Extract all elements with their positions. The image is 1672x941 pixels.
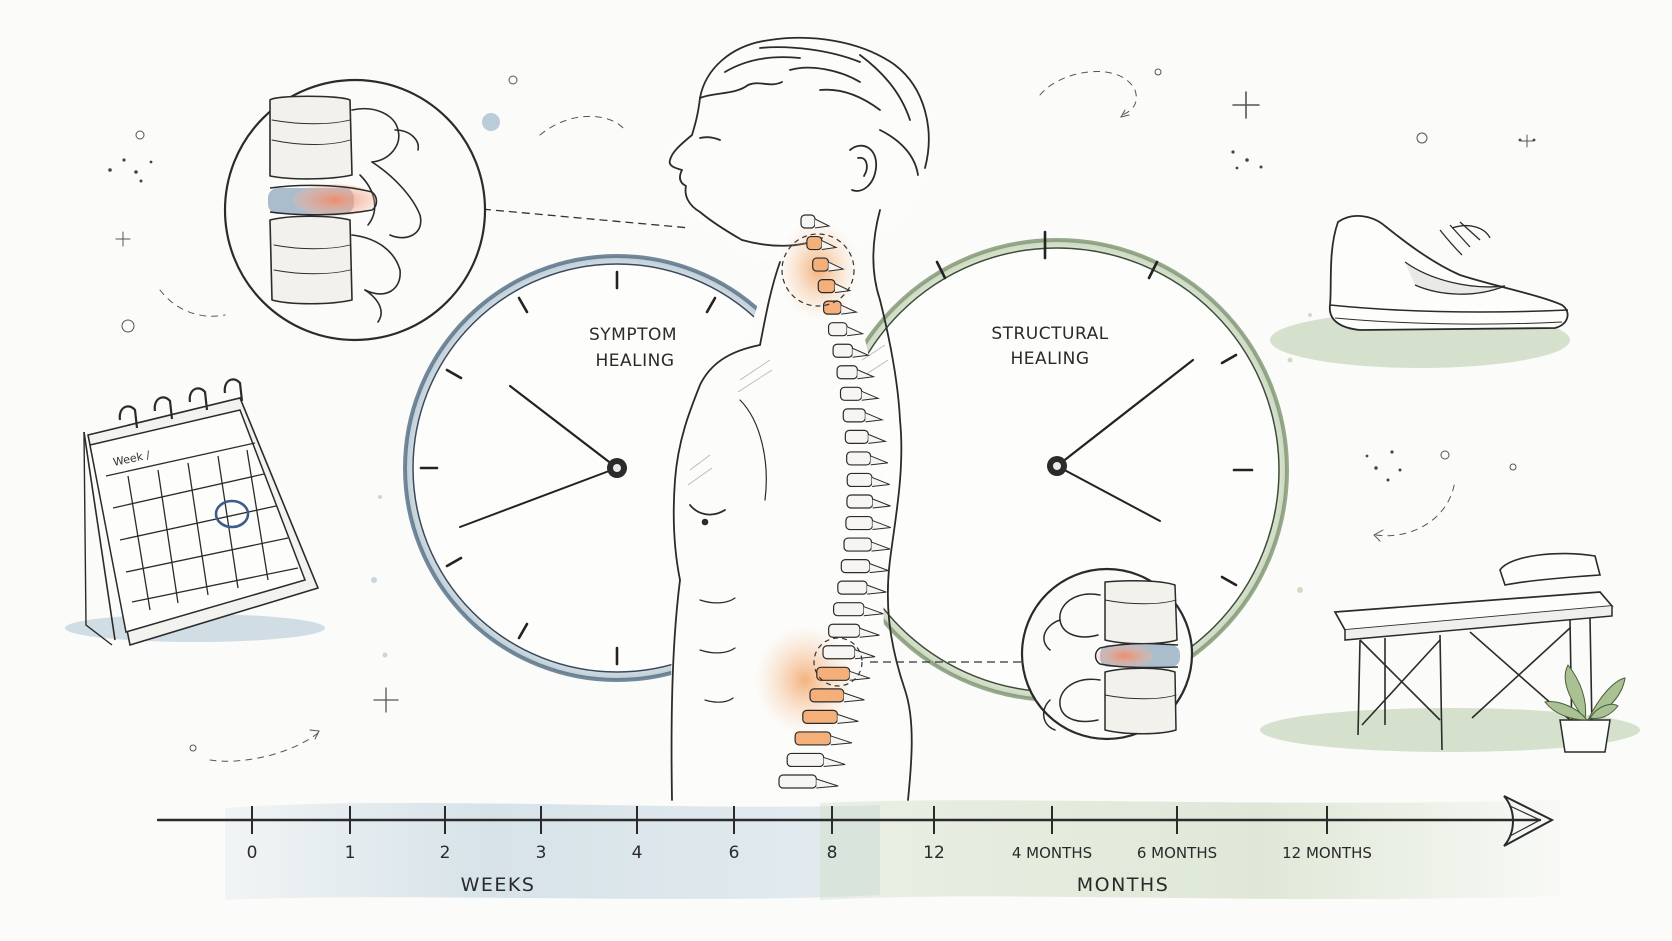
vertebra [827,322,865,337]
vertebra [794,731,853,746]
timeline-tick-label: 12 [923,843,945,863]
vertebra [846,451,889,466]
vertebra [800,214,831,229]
vertebra [816,666,871,681]
timeline-tick-label: 3 [536,843,547,863]
vertebra [828,623,880,638]
sneaker-icon [1270,215,1570,368]
symptom-label-line2: HEALING [595,351,674,371]
spine [755,214,891,789]
vertebra [842,408,885,423]
structural-label-line1: STRUCTURAL [991,324,1108,344]
vertebra [809,688,865,703]
structural-label-line2: HEALING [1010,349,1089,369]
vertebra [812,257,845,272]
timeline-tick-label: 2 [440,843,451,863]
vertebra [832,343,871,358]
vertebra [806,235,838,251]
symptom-label-line1: SYMPTOM [589,325,677,345]
timeline-tick-label: 4 MONTHS [1012,844,1092,862]
vertebra [802,709,859,724]
weeks-axis-label: WEEKS [461,874,536,896]
vertebra [843,537,891,552]
treatment-table-icon [1260,552,1640,753]
background-doodles [108,68,1536,762]
vertebra [778,774,839,789]
cervical-disc-zoom [223,78,691,342]
vertebra [844,429,888,444]
timeline-tick-label: 12 MONTHS [1282,844,1372,862]
vertebra [832,602,884,617]
vertebra [846,472,890,488]
vertebrae-column [778,214,891,789]
timeline-tick-label: 4 [632,843,643,863]
vertebra [837,580,887,595]
vertebra [839,386,881,401]
vertebra [786,752,846,768]
timeline-tick-label: 6 MONTHS [1137,844,1217,862]
vertebra [845,515,891,531]
vertebra [840,559,889,574]
timeline-tick-label: 1 [345,843,356,863]
timeline-tick-label: 8 [827,843,838,863]
timeline-tick-label: 0 [247,843,258,863]
lumbar-disc-zoom [870,567,1194,741]
months-axis-label: MONTHS [1077,874,1170,896]
timeline-arrowhead [1503,795,1555,847]
vertebra [846,494,891,509]
timeline-tick-label: 6 [729,843,740,863]
vertebra [836,365,876,380]
vertebra [817,279,852,294]
calendar-icon: Week / [65,378,325,647]
